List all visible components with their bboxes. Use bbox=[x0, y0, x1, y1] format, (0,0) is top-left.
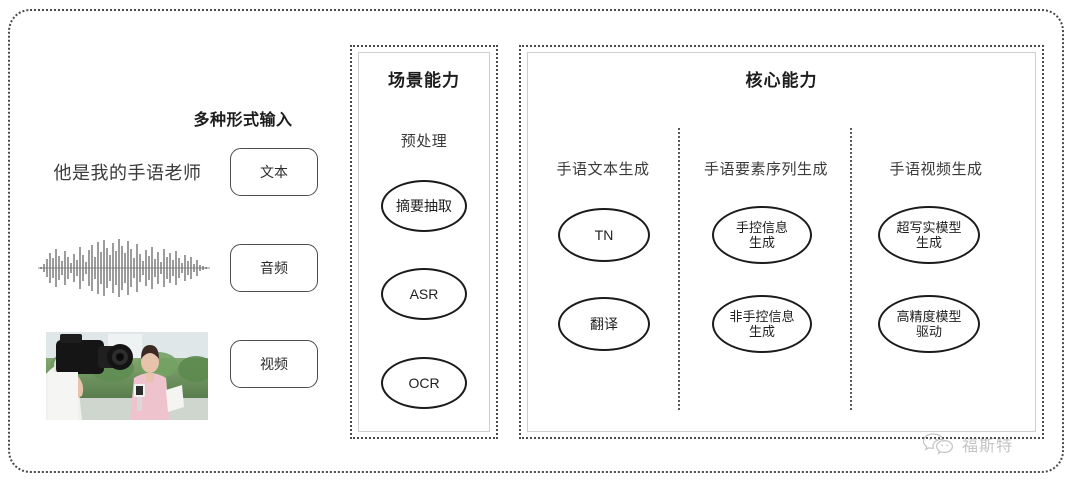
audio-waveform-icon bbox=[38, 237, 210, 299]
core-section-title: 核心能力 bbox=[745, 71, 818, 90]
modality-box-video[interactable]: 视频 bbox=[230, 340, 318, 388]
scene-node[interactable]: 摘要抽取 bbox=[381, 180, 467, 232]
sample-input-text: 他是我的手语老师 bbox=[53, 163, 202, 183]
core-node[interactable]: 超写实模型 生成 bbox=[878, 206, 980, 264]
scene-section-title: 场景能力 bbox=[388, 71, 460, 90]
modality-box-audio[interactable]: 音频 bbox=[230, 244, 318, 292]
core-node[interactable]: 翻译 bbox=[558, 297, 650, 351]
core-node[interactable]: TN bbox=[558, 208, 650, 262]
scene-group-label: 预处理 bbox=[400, 133, 448, 150]
watermark-text: 福斯特 bbox=[962, 438, 1014, 455]
core-node[interactable]: 高精度模型 驱动 bbox=[878, 295, 980, 353]
modality-box-text[interactable]: 文本 bbox=[230, 148, 318, 196]
scene-node[interactable]: ASR bbox=[381, 268, 467, 320]
diagram-outer-frame bbox=[8, 9, 1064, 473]
core-column-divider bbox=[678, 128, 680, 410]
scene-section-dotted-frame bbox=[350, 45, 498, 439]
core-node[interactable]: 非手控信息 生成 bbox=[712, 295, 812, 353]
core-group-label-sign-text-generation: 手语文本生成 bbox=[556, 161, 650, 178]
core-group-label-sign-video-generation: 手语视频生成 bbox=[889, 161, 983, 178]
multi-input-title: 多种形式输入 bbox=[193, 112, 293, 129]
input-panel: 多种形式输入 他是我的手语老师 bbox=[30, 40, 330, 440]
core-section-dotted-frame bbox=[519, 45, 1044, 439]
core-node[interactable]: 手控信息 生成 bbox=[712, 206, 812, 264]
wechat-bubbles-icon bbox=[922, 432, 956, 456]
core-group-label-sign-element-sequence-generation: 手语要素序列生成 bbox=[703, 161, 828, 178]
scene-node[interactable]: OCR bbox=[381, 357, 467, 409]
video-thumbnail bbox=[46, 332, 208, 420]
watermark: 福斯特 bbox=[922, 432, 1013, 456]
core-column-divider bbox=[850, 128, 852, 410]
